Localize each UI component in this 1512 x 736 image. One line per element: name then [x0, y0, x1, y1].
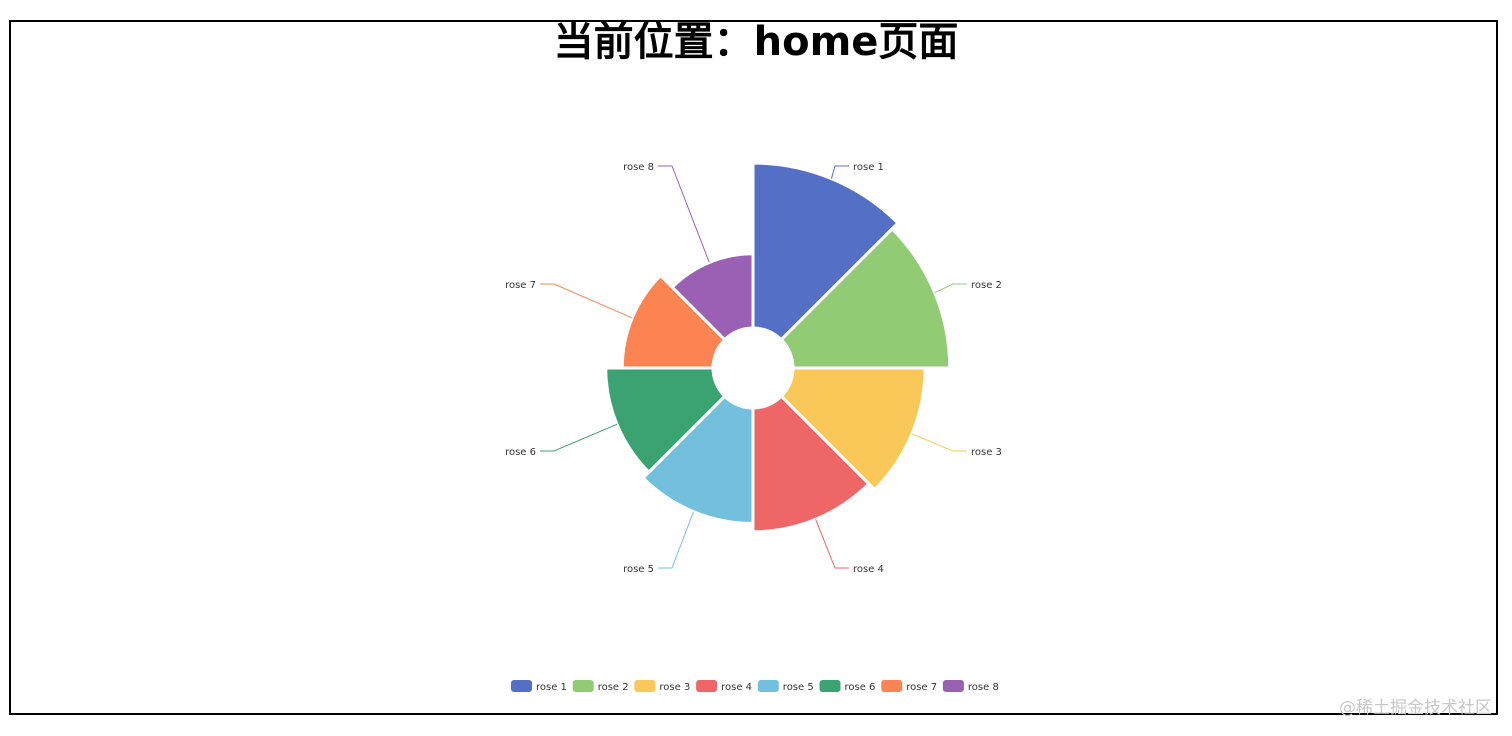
rose-sector-7 — [620, 274, 727, 370]
legend-swatch-6 — [819, 680, 841, 692]
watermark: @稀土掘金技术社区 — [1339, 698, 1492, 718]
rose-sector-1 — [751, 161, 900, 342]
legend-item: rose 6 — [845, 682, 876, 693]
rose-sector-4 — [751, 394, 871, 534]
leader-line-2 — [934, 283, 967, 294]
slice-label: rose 3 — [971, 447, 1002, 458]
slice-label: rose 2 — [971, 280, 1002, 291]
legend-swatch-4 — [696, 680, 718, 692]
leader-line-5 — [658, 511, 694, 569]
legend-swatch-2 — [572, 680, 594, 692]
slice-label: rose 4 — [853, 564, 884, 575]
leader-line-7 — [540, 283, 633, 319]
legend-swatch-5 — [757, 680, 779, 692]
leader-line-6 — [540, 423, 618, 452]
legend-swatch-7 — [881, 680, 903, 692]
leader-line-4 — [815, 519, 849, 569]
legend-item: rose 1 — [536, 682, 567, 693]
leader-line-3 — [911, 433, 967, 452]
slice-label: rose 1 — [853, 162, 884, 173]
rose-sector-3 — [779, 366, 927, 492]
legend-item: rose 7 — [906, 682, 937, 693]
page-frame — [9, 20, 1498, 715]
leader-line-1 — [830, 165, 849, 179]
rose-sector-2 — [779, 227, 952, 370]
slice-label: rose 7 — [505, 280, 536, 291]
legend-item: rose 5 — [783, 682, 814, 693]
legend-item: rose 8 — [968, 682, 999, 693]
slice-label: rose 5 — [623, 564, 654, 575]
rose-sector-6 — [604, 366, 727, 474]
slice-label: rose 8 — [623, 162, 654, 173]
leader-line-8 — [658, 165, 710, 263]
legend-item: rose 4 — [721, 682, 752, 693]
legend-item: rose 3 — [659, 682, 690, 693]
legend-swatch-3 — [634, 680, 656, 692]
legend-swatch-8 — [942, 680, 964, 692]
rose-sector-8 — [670, 252, 755, 342]
legend-item: rose 2 — [598, 682, 629, 693]
page-title: 当前位置：home页面 — [553, 19, 959, 65]
slice-label: rose 6 — [505, 447, 536, 458]
rose-sector-5 — [641, 394, 755, 525]
legend-swatch-1 — [511, 680, 532, 692]
